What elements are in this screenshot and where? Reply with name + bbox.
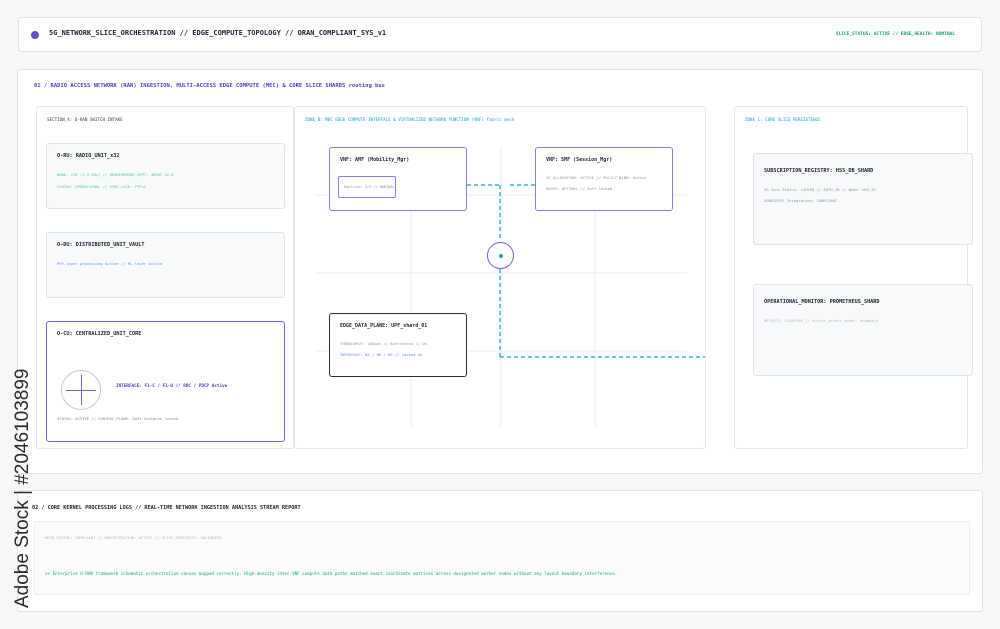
prometheus-monitor-card[interactable]: OPERATIONAL_MONITOR: PROMETHEUS_SHARD ME… (753, 284, 973, 376)
odu-card[interactable]: O-DU: DISTRIBUTED_UNIT_VAULT PHY-layer p… (46, 232, 285, 298)
ran-mec-section: 01 / RADIO ACCESS NETWORK (RAN) INGESTIO… (17, 69, 983, 474)
vnf-link-lines (467, 184, 705, 358)
ocu-interface-text: INTERFACE: F1-C / F1-U // RRC / PDCP Act… (116, 384, 228, 389)
watermark-text: Adobe Stock | #2046103899 (12, 368, 33, 608)
hss-title: SUBSCRIPTION_REGISTRY: HSS_DB_SHARD (764, 168, 874, 174)
prom-metrics-line: METRICS: SCRAPING // Active_worker_nodes… (764, 318, 879, 323)
smf-ip-line: IP_ALLOCATION: ACTIVE // POLICY_BIND: Ac… (546, 175, 647, 180)
oru-card[interactable]: O-RU: RADIO_UNIT_x32 BAND: n78 (3.5 GHz)… (46, 143, 285, 209)
upf-interface-line: INTERFACE: N3 / N6 / N9 // Locked_Ok (340, 352, 423, 357)
hss-registry-card[interactable]: SUBSCRIPTION_REGISTRY: HSS_DB_SHARD 5G S… (753, 153, 973, 245)
zone-c-title: ZONE_C: CORE SLICE PERSISTENCE (745, 117, 821, 122)
ocu-status-line: STATUS: ACTIVE // CONTROL_PLANE: Soft In… (57, 416, 179, 421)
amf-replica-text: Replicas: 3/3 // NOMINAL (344, 185, 395, 189)
odu-processing-line: PHY-layer processing Active // RL_layer … (57, 261, 163, 266)
log-status-line: MESH_STATUS: COMPLIANT // ORCHESTRATION:… (45, 535, 222, 540)
ocu-title: O-CU: CENTRALIZED_UNIT_CORE (57, 331, 142, 337)
zone-a-title: SECTION_A: O-RAN SWITCH INTAKE (47, 117, 123, 122)
log-report-line: >> Enterprise O-RAN framework schematic … (45, 571, 618, 576)
header-bar: 5G_NETWORK_SLICE_ORCHESTRATION // EDGE_C… (18, 17, 982, 52)
upf-title: EDGE_DATA_PLANE: UPF_shard_01 (340, 323, 428, 329)
stock-watermark: Adobe Stock | #2046103899 (8, 368, 38, 617)
hss-sync-line: 5G Sync Status: LOCKED // AUTH_IN // Nod… (764, 187, 877, 192)
ocu-card[interactable]: O-CU: CENTRALIZED_UNIT_CORE INTERFACE: F… (46, 321, 285, 442)
amf-title: VNF: AMF (Mobility_Mgr) (340, 157, 410, 163)
page-title: 5G_NETWORK_SLICE_ORCHESTRATION // EDGE_C… (49, 29, 387, 37)
status-dot-icon (31, 31, 39, 39)
smf-title: VNF: SMF (Session_Mgr) (546, 157, 613, 163)
zone-a-oran-intake: SECTION_A: O-RAN SWITCH INTAKE O-RU: RAD… (36, 106, 294, 449)
oru-title: O-RU: RADIO_UNIT_x32 (57, 153, 120, 159)
slice-status-text: SLICE_STATUS: ACTIVE // EDGE_HEALTH: NOM… (835, 32, 955, 37)
fabric-hub-node-icon[interactable] (487, 242, 514, 269)
zone-c-core-persistence: ZONE_C: CORE SLICE PERSISTENCE SUBSCRIPT… (734, 106, 973, 449)
hss-integration-line: SUBSCRIPT Integration: COMPLIANT (764, 198, 838, 203)
kernel-logs-section: 02 / CORE KERNEL PROCESSING LOGS // REAL… (17, 490, 983, 612)
section-title: 01 / RADIO ACCESS NETWORK (RAN) INGESTIO… (34, 83, 385, 89)
hub-core-dot (498, 253, 503, 258)
upf-throughput-line: THROUGHPUT: 10Gbps // Bottleneck // OK (340, 341, 427, 346)
zone-b-title: ZONE_B: MEC EDGE COMPUTE INTERFACE & VIR… (305, 117, 515, 122)
vnf-smf-card[interactable]: VNF: SMF (Session_Mgr) IP_ALLOCATION: AC… (535, 147, 673, 211)
zone-b-vnf-fabric: ZONE_B: MEC EDGE COMPUTE INTERFACE & VIR… (294, 106, 706, 449)
crosshair-icon (61, 370, 101, 410)
log-stream-panel[interactable]: MESH_STATUS: COMPLIANT // ORCHESTRATION:… (34, 521, 970, 595)
vnf-amf-card[interactable]: VNF: AMF (Mobility_Mgr) Replicas: 3/3 //… (329, 147, 467, 211)
amf-replica-box: Replicas: 3/3 // NOMINAL (338, 176, 396, 198)
upf-data-plane-card[interactable]: EDGE_DATA_PLANE: UPF_shard_01 THROUGHPUT… (329, 313, 467, 377)
oru-status-line: STATUS: OPERATIONAL // SYNC_LOCK: PTPv2 (57, 184, 147, 189)
smf-route-line: ROUTE: OPTIMAL // Soft_locked (546, 186, 613, 191)
prom-title: OPERATIONAL_MONITOR: PROMETHEUS_SHARD (764, 299, 880, 305)
oru-band-line: BAND: n78 (3.5 GHz) // BEAMFORMING_SEPT:… (57, 172, 174, 177)
odu-title: O-DU: DISTRIBUTED_UNIT_VAULT (57, 242, 145, 248)
logs-title: 02 / CORE KERNEL PROCESSING LOGS // REAL… (32, 505, 301, 511)
